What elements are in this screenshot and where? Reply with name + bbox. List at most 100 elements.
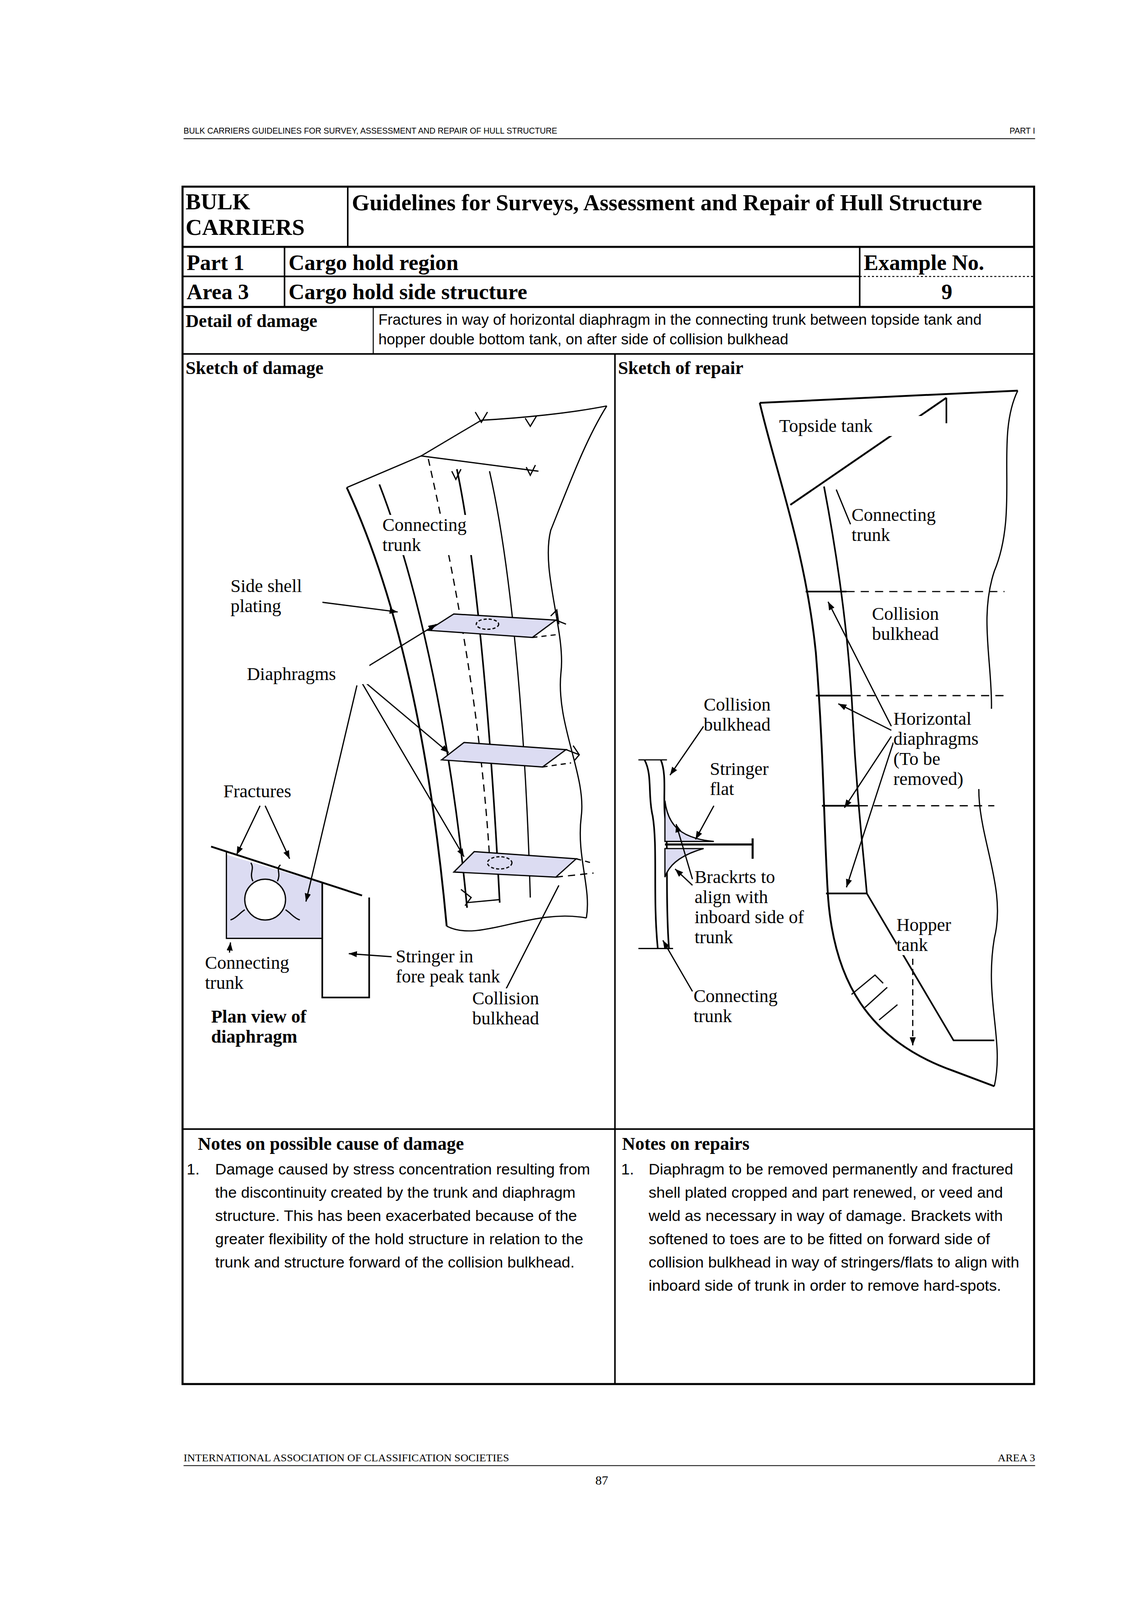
line-art [751,838,754,859]
drawing [182,138,1035,1466]
table-cell: Part 1 [186,249,284,277]
line-art [318,601,398,612]
line-art [446,915,587,931]
line-art [555,872,594,877]
part-label: Hopper tank [896,914,966,955]
line-art [532,634,559,638]
part-label: Collision bulkhead [472,988,569,1029]
part-label: Connecting trunk [693,985,801,1027]
line-art [542,762,572,768]
line-art [859,275,1034,277]
line-art [525,415,537,426]
line-art [322,883,370,998]
line-art [347,186,349,247]
part-label: Collision bulkhead [703,694,801,735]
line-art [476,618,499,629]
line-art [441,742,566,768]
section-heading: Sketch of repair [617,357,924,379]
line-art [912,958,914,1046]
line-art [669,726,704,775]
line-art [550,609,560,624]
line-art [846,591,1005,593]
part-label: Diaphragms [246,664,369,685]
running-header: BULK CARRIERS GUIDELINES FOR SURVEY, ASS… [183,126,694,137]
note-text: Diaphragm to be removed permanently and … [648,1157,1032,1298]
line-art [851,975,883,995]
part-label: Fractures [223,781,326,802]
line-art [358,677,449,753]
table-cell: 9 [859,278,1034,306]
line-art [864,987,888,1008]
line-art [614,353,616,1385]
line-art [236,805,260,855]
table-cell: Detail of damage [185,310,370,333]
line-art [264,805,290,859]
damage-sketch [211,405,608,998]
line-art [838,703,892,731]
note-number: 1. [186,1157,213,1181]
line-art [285,909,300,920]
table-cell: Area 3 [186,278,284,306]
line-art [548,405,607,919]
line-art [372,306,374,354]
running-footer: INTERNATIONAL ASSOCIATION OF CLASSIFICAT… [183,1451,796,1465]
table-cell: Example No. [863,249,1033,277]
line-art [182,245,1034,248]
line-art [575,858,592,863]
line-art [825,892,867,895]
line-art [859,804,995,807]
part-label: Side shell plating [230,575,322,617]
part-label: Topside tank [778,415,922,436]
line-art [805,590,847,593]
line-art [676,824,693,880]
line-art [461,889,472,906]
line-art [836,489,851,524]
line-art [182,306,1034,308]
table-grid [182,186,1034,1384]
line-art [573,745,580,762]
line-art [664,800,714,841]
note-text: Damage caused by stress concentration re… [215,1157,608,1274]
line-art [182,352,1034,355]
line-art [183,138,1036,140]
line-art [183,1465,1036,1467]
table-cell: Fractures in way of horizontal diaphragm… [378,310,1030,350]
part-label: Stringer in fore peak tank [395,946,504,987]
line-art [283,246,286,307]
part-label: Connecting trunk [851,504,959,545]
line-art [664,843,753,846]
repair-sketch [638,390,1018,1086]
line-art [475,411,488,422]
line-art [759,390,1018,403]
line-art [466,899,500,903]
line-art [346,456,539,488]
line-art [824,486,867,894]
line-art [879,1004,898,1021]
line-art [230,909,245,920]
table-cell: Cargo hold side structure [288,278,855,306]
line-art [361,681,465,857]
line-art [453,851,576,877]
table-cell: BULK CARRIERS [185,188,344,240]
line-art [790,397,947,505]
notes-heading: Notes on repairs [622,1132,1020,1155]
table-cell: Cargo hold region [288,249,855,277]
note-number: 1. [621,1157,647,1181]
part-label: Horizontal diaphragms (To be removed) [893,708,1001,789]
running-footer: AREA 3 [918,1451,1036,1465]
part-label: Connecting trunk [204,952,312,993]
line-art [244,879,286,920]
page-title: Guidelines for Surveys, Assessment and R… [352,189,1026,216]
line-art [638,759,668,761]
line-art [277,864,281,882]
line-art [182,1128,1034,1130]
line-art [428,613,556,638]
part-label: Connecting trunk [382,514,490,556]
line-art [644,759,658,949]
section-heading: Sketch of damage [185,357,492,379]
part-label: Stringer flat [709,758,789,799]
line-art [250,862,253,882]
